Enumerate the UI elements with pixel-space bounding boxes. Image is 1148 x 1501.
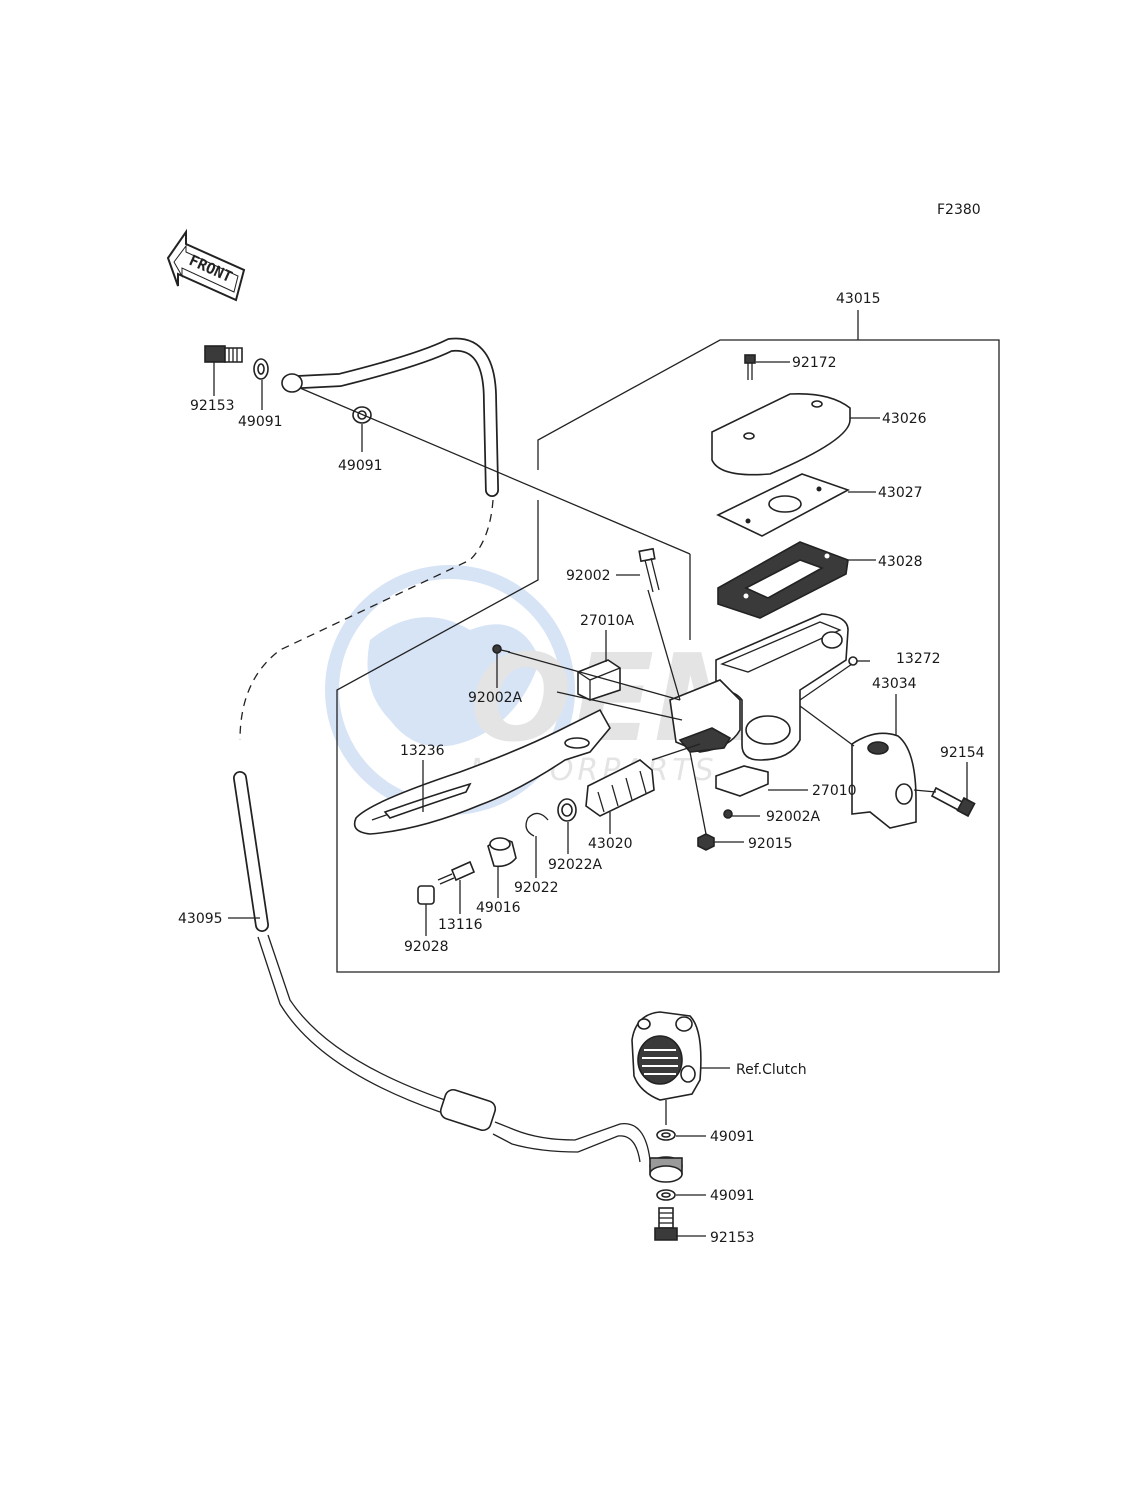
boot-49016 xyxy=(487,837,517,868)
label-43095: 43095 xyxy=(178,911,223,927)
circlip-92022 xyxy=(525,812,549,837)
label-49016: 49016 xyxy=(476,900,521,916)
label-49091-c: 49091 xyxy=(710,1129,755,1145)
switch-27010A xyxy=(577,659,621,701)
label-43015: 43015 xyxy=(836,291,881,307)
banjo-bolt-top xyxy=(204,345,243,363)
label-92172: 92172 xyxy=(792,355,837,371)
label-92154: 92154 xyxy=(940,745,985,761)
label-49091-b: 49091 xyxy=(338,458,383,474)
label-43027: 43027 xyxy=(878,485,923,501)
washer-top-1 xyxy=(253,358,269,380)
label-13272: 13272 xyxy=(896,651,941,667)
label-92028: 92028 xyxy=(404,939,449,955)
piston-43020 xyxy=(585,759,655,817)
label-43028: 43028 xyxy=(878,554,923,570)
screw-13272 xyxy=(848,656,858,666)
label-92153-bottom: 92153 xyxy=(710,1230,755,1246)
washer-bottom-2 xyxy=(656,1189,676,1201)
label-ref-clutch: Ref.Clutch xyxy=(736,1062,807,1078)
nut-92015 xyxy=(697,833,715,851)
label-13236: 13236 xyxy=(400,743,445,759)
front-arrow-icon: FRONT xyxy=(166,228,246,302)
label-92153-top: 92153 xyxy=(190,398,235,414)
washer-92022A xyxy=(557,798,577,822)
hose-banjo-bottom xyxy=(649,1156,683,1183)
screw-92002A-top xyxy=(492,644,511,654)
leader-lines xyxy=(213,361,968,1237)
label-92022: 92022 xyxy=(514,880,559,896)
clutch-hose xyxy=(233,337,651,1163)
label-49091-a: 49091 xyxy=(238,414,283,430)
label-43034: 43034 xyxy=(872,676,917,692)
washer-bottom-1 xyxy=(656,1129,676,1141)
label-92002: 92002 xyxy=(566,568,611,584)
master-cylinder-body xyxy=(715,613,849,761)
label-43026: 43026 xyxy=(882,411,927,427)
pivot-bolt-92002 xyxy=(638,547,660,593)
clutch-lever xyxy=(353,708,611,835)
label-92022A: 92022A xyxy=(548,857,603,873)
label-49091-d: 49091 xyxy=(710,1188,755,1204)
label-27010A: 27010A xyxy=(580,613,635,629)
screw-92002A-bottom xyxy=(723,809,733,819)
label-13116: 13116 xyxy=(438,917,483,933)
label-92002A-bottom: 92002A xyxy=(766,809,821,825)
reservoir-cap xyxy=(711,392,851,476)
label-92002A-top: 92002A xyxy=(468,690,523,706)
label-43020: 43020 xyxy=(588,836,633,852)
switch-27010 xyxy=(715,765,769,797)
label-92015: 92015 xyxy=(748,836,793,852)
assembly-outline xyxy=(336,310,1000,973)
bolt-92154 xyxy=(930,786,976,818)
cap-92028 xyxy=(417,885,435,905)
screw-92172 xyxy=(744,354,756,380)
diaphragm xyxy=(717,541,849,619)
handlebar-clamp xyxy=(851,732,917,829)
pushrod-13116 xyxy=(437,860,476,885)
figure-code: F2380 xyxy=(937,202,981,218)
clutch-release-cylinder xyxy=(631,1011,702,1101)
label-27010: 27010 xyxy=(812,783,857,799)
banjo-bolt-bottom xyxy=(654,1207,678,1241)
diaphragm-plate xyxy=(716,473,850,537)
